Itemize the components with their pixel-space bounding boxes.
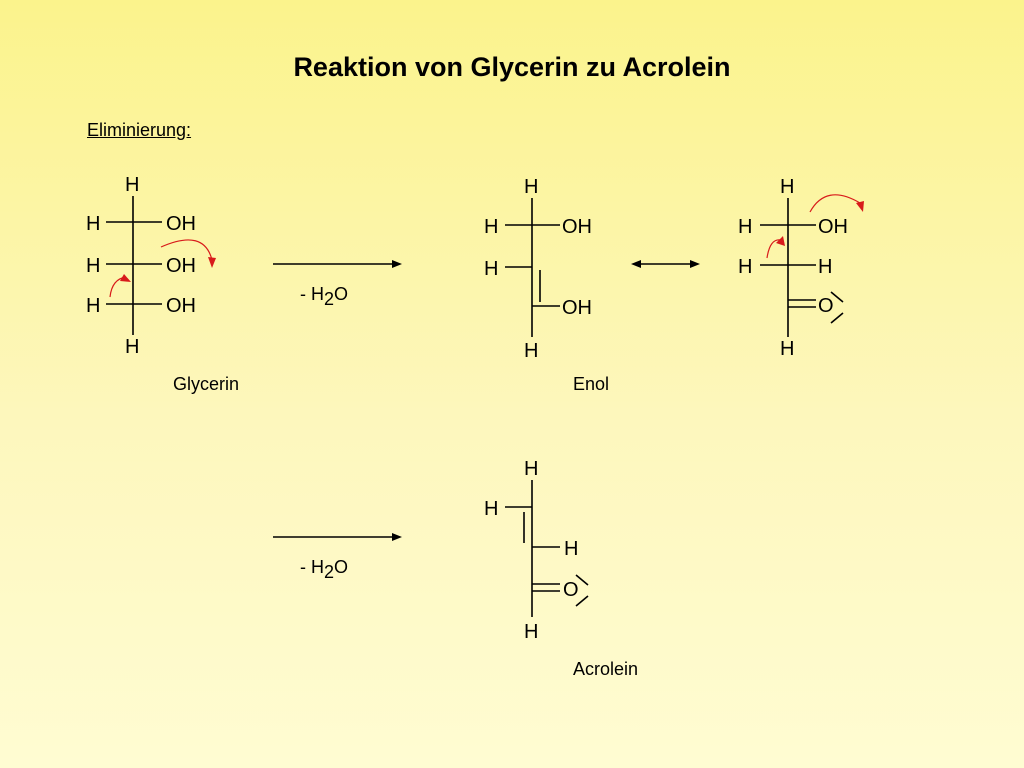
reaction-type-heading: Eliminierung: — [87, 120, 192, 140]
keto-h-row1: H — [738, 216, 752, 238]
glycerin-h-row1: H — [86, 213, 100, 235]
keto-bottom-h: H — [780, 338, 794, 360]
glycerin-oh-row3: OH — [166, 295, 196, 317]
tautomer-double-arrow — [631, 260, 700, 268]
electron-arrow-head — [776, 236, 785, 246]
acrolein-lone-pair-bottom — [575, 595, 589, 607]
reaction-arrow-2 — [273, 533, 402, 541]
keto-oxygen: O — [818, 295, 834, 317]
acrolein-bottom-h: H — [524, 621, 538, 643]
acrolein-h-row2: H — [564, 538, 578, 560]
keto-lone-pair-top — [830, 291, 844, 303]
enol-label: Enol — [573, 374, 609, 394]
glycerin-label: Glycerin — [173, 374, 239, 394]
condition-minus-water-2: - H2O — [300, 557, 348, 582]
electron-arrow-arc — [809, 194, 861, 213]
glycerin-h-row2: H — [86, 255, 100, 277]
keto-oh-row1: OH — [818, 216, 848, 238]
electron-arrow-head — [208, 257, 216, 268]
enol-top-h: H — [524, 176, 538, 198]
keto-top-h: H — [780, 176, 794, 198]
keto-h-right-row2: H — [818, 256, 832, 278]
acrolein-oxygen: O — [563, 579, 579, 601]
electron-arrow-head — [120, 274, 131, 282]
enol-bottom-h: H — [524, 340, 538, 362]
condition-minus-water-1: - H2O — [300, 284, 348, 309]
enol-h-row2: H — [484, 258, 498, 280]
glycerin-oh-row2: OH — [166, 255, 196, 277]
electron-arrow-head — [856, 201, 864, 212]
keto-h-row2: H — [738, 256, 752, 278]
glycerin-h-row3: H — [86, 295, 100, 317]
acrolein-lone-pair-top — [575, 574, 589, 586]
enol-h-row1: H — [484, 216, 498, 238]
acrolein-top-h: H — [524, 458, 538, 480]
enol-structure: H H OH H OH H — [484, 176, 592, 362]
electron-arrow-arc — [160, 239, 213, 261]
glycerin-structure: H H OH H OH H OH H — [86, 174, 216, 358]
reaction-arrow-1 — [273, 260, 402, 268]
acrolein-label: Acrolein — [573, 659, 638, 679]
enol-oh-row1: OH — [562, 216, 592, 238]
glycerin-bottom-h: H — [125, 336, 139, 358]
acrolein-h-row1: H — [484, 498, 498, 520]
acrolein-structure: H H H O H — [484, 458, 589, 643]
glycerin-top-h: H — [125, 174, 139, 196]
glycerin-oh-row1: OH — [166, 213, 196, 235]
page-title: Reaktion von Glycerin zu Acrolein — [293, 52, 731, 82]
keto-lone-pair-bottom — [830, 312, 844, 324]
keto-structure: H H OH H H O H — [738, 176, 864, 360]
enol-oh-row3: OH — [562, 297, 592, 319]
